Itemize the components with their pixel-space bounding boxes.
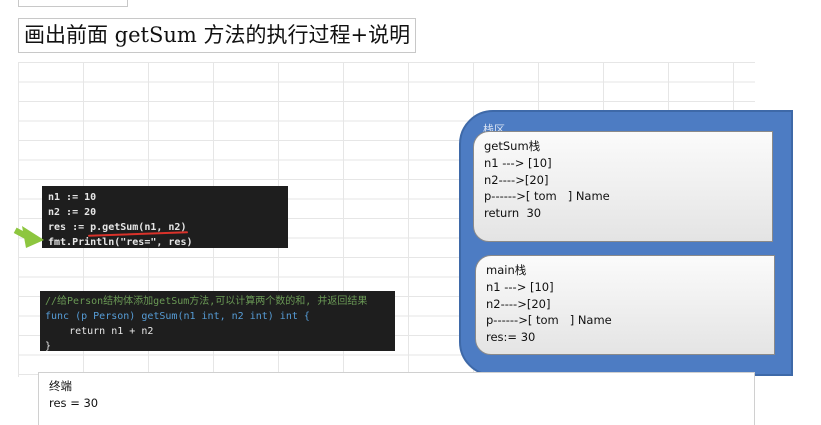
code-line: } <box>45 341 52 352</box>
code-line: return n1 + n2 <box>45 326 154 337</box>
method-code-block: //给Person结构体添加getSum方法,可以计算两个数的和, 并返回结果 … <box>40 291 395 352</box>
main-stack-frame: main栈 n1 ---> [10] n2---->[20] p------>[… <box>475 255 775 355</box>
page-title: 画出前面 getSum 方法的执行过程+说明 <box>18 18 417 53</box>
code-line: n1 := 10 <box>48 192 97 203</box>
code-line: func (p Person) getSum(n1 int, n2 int) i… <box>45 311 310 322</box>
frame-title: getSum栈 <box>484 139 541 153</box>
frame-line: n2---->[20] <box>486 296 551 311</box>
call-code-block: n1 := 10 n2 := 20 res := p.getSum(n1, n2… <box>42 186 288 248</box>
frame-line: p------>[ tom ] Name <box>486 313 612 328</box>
frame-line: n2---->[20] <box>484 172 549 187</box>
terminal-output: res = 30 <box>49 396 99 410</box>
arrow-icon <box>13 226 44 248</box>
frame-line: n1 ---> [10] <box>484 155 552 170</box>
getsum-stack-frame: getSum栈 n1 ---> [10] n2---->[20] p------… <box>473 131 773 242</box>
frame-line: n1 ---> [10] <box>486 279 554 294</box>
code-comment: //给Person结构体添加getSum方法,可以计算两个数的和, 并返回结果 <box>45 296 368 307</box>
code-line: fmt.Println("res=", res) <box>48 237 193 248</box>
frame-line: res:= 30 <box>486 330 536 345</box>
frame-line: return 30 <box>484 206 542 221</box>
code-line: res := p.getSum(n1, n2) <box>48 222 187 233</box>
code-line: n2 := 20 <box>48 207 97 218</box>
top-cell <box>18 0 128 7</box>
terminal-panel: 终端 res = 30 <box>38 372 755 425</box>
terminal-title: 终端 <box>49 379 72 393</box>
frame-title: main栈 <box>486 263 527 277</box>
frame-line: p------>[ tom ] Name <box>484 189 610 204</box>
